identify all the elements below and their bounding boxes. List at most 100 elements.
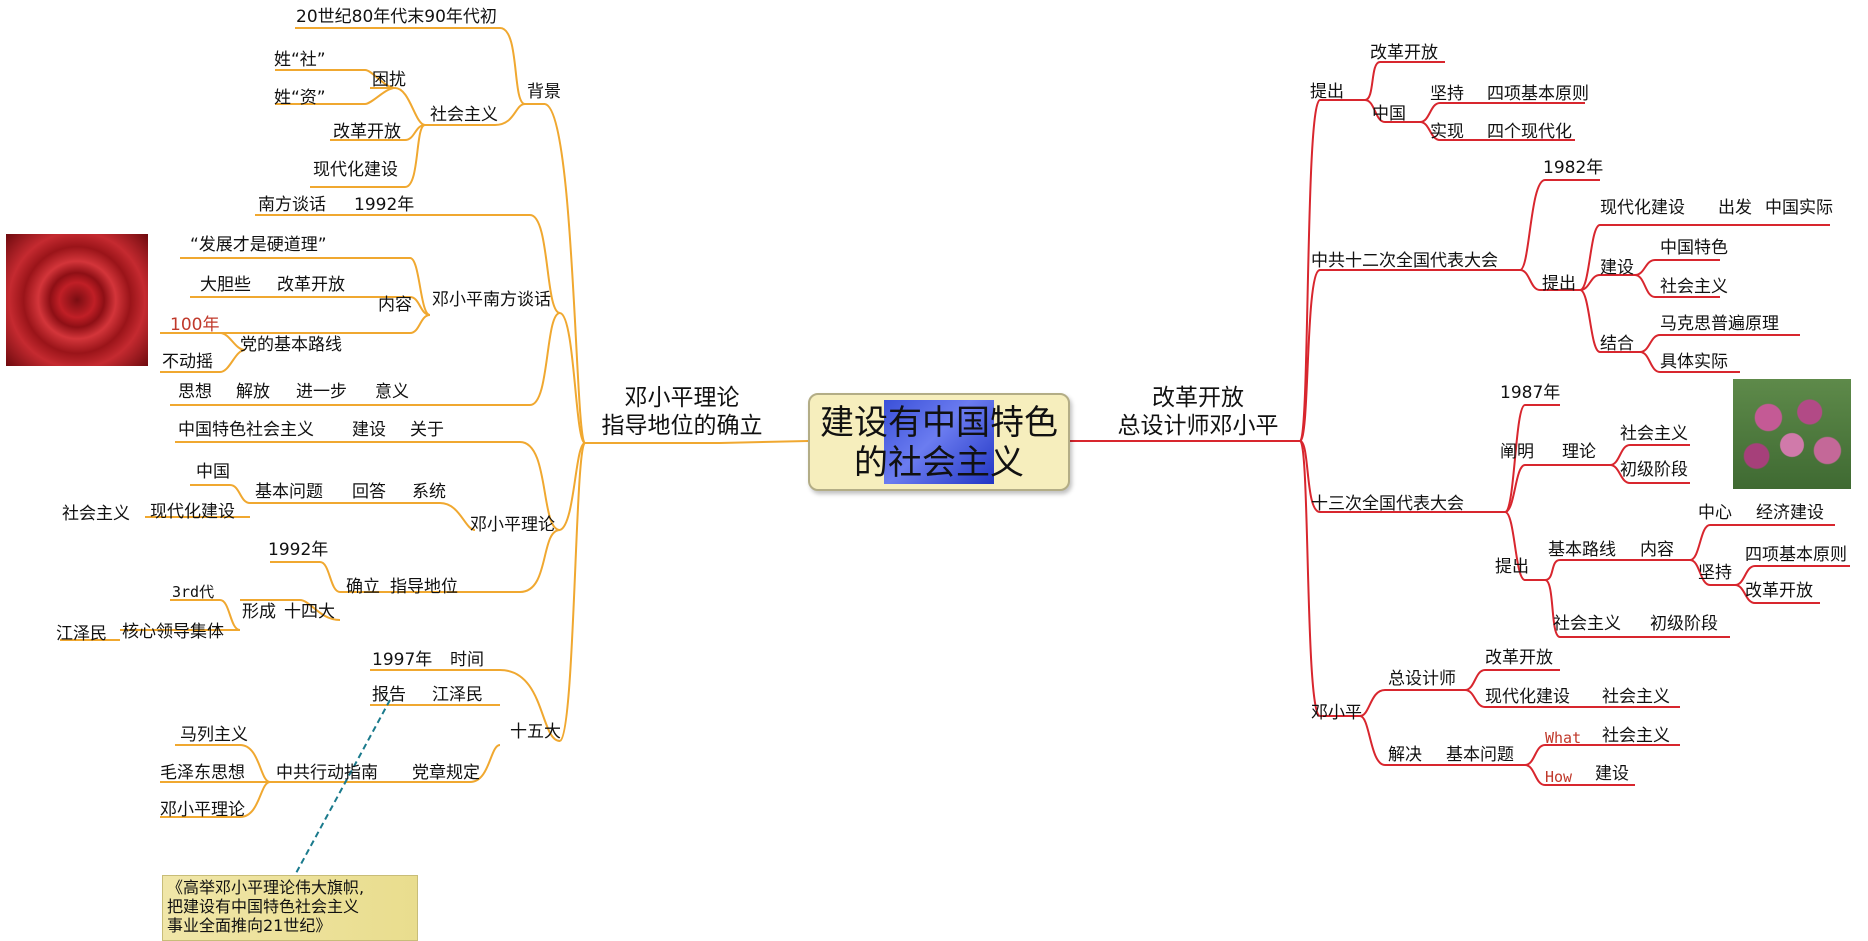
node-further[interactable]: 进一步 [296, 382, 347, 402]
node-system[interactable]: 系统 [412, 482, 446, 502]
node-guide-position[interactable]: 指导地位 [390, 577, 458, 597]
node-propose-13[interactable]: 提出 [1495, 557, 1529, 577]
node-primary-stage2[interactable]: 初级阶段 [1650, 614, 1718, 634]
node-combine[interactable]: 结合 [1600, 334, 1634, 354]
node-basic-q-r[interactable]: 基本问题 [1446, 745, 1514, 765]
node-build-r[interactable]: 建设 [1600, 258, 1634, 278]
node-propose[interactable]: 提出 [1310, 82, 1344, 102]
node-four-modernizations[interactable]: 四个现代化 [1487, 122, 1572, 142]
node-reform-r3[interactable]: 改革开放 [1485, 648, 1553, 668]
node-marx-truth[interactable]: 马克思普遍原理 [1660, 314, 1779, 334]
node-socialism-r3[interactable]: 社会主义 [1553, 614, 1621, 634]
node-socialism-r[interactable]: 社会主义 [1660, 277, 1728, 297]
node-concrete[interactable]: 具体实际 [1660, 352, 1728, 372]
node-fourteenth[interactable]: 十四大 [284, 602, 335, 622]
node-1997[interactable]: 1997年 [372, 650, 433, 670]
node-socialism-r5[interactable]: 社会主义 [1602, 726, 1670, 746]
node-build-r2[interactable]: 建设 [1595, 764, 1629, 784]
node-meaning[interactable]: 意义 [375, 382, 409, 402]
node-content-r[interactable]: 内容 [1640, 540, 1674, 560]
node-xing-she[interactable]: 姓“社” [274, 50, 326, 70]
node-charter[interactable]: 党章规定 [412, 763, 480, 783]
node-what[interactable]: What [1545, 729, 1582, 747]
node-modern-r2[interactable]: 现代化建设 [1485, 687, 1570, 707]
callout-note[interactable]: 《高举邓小平理论伟大旗帜, 把建设有中国特色社会主义 事业全面推向21世纪》 [162, 875, 418, 941]
node-bg-time[interactable]: 20世纪80年代末90年代初 [296, 7, 497, 27]
node-china[interactable]: 中国 [196, 462, 230, 482]
node-trouble[interactable]: 困扰 [372, 70, 406, 90]
root-topic[interactable]: 建设有中国特色 的社会主义 [808, 393, 1070, 491]
node-modernization[interactable]: 现代化建设 [313, 160, 398, 180]
node-china-feature[interactable]: 中国特色 [1660, 238, 1728, 258]
node-center[interactable]: 中心 [1698, 503, 1732, 523]
node-dxp-theory[interactable]: 邓小平理论 [470, 515, 555, 535]
node-socialism[interactable]: 社会主义 [430, 105, 498, 125]
node-south-talk-name[interactable]: 南方谈话 [258, 195, 326, 215]
node-build[interactable]: 建设 [352, 420, 386, 440]
node-dev-quote[interactable]: “发展才是硬道理” [190, 235, 327, 255]
node-solve[interactable]: 解决 [1388, 745, 1422, 765]
node-reform[interactable]: 改革开放 [333, 122, 401, 142]
node-reform-open[interactable]: 改革开放 [1370, 43, 1438, 63]
node-jiang[interactable]: 江泽民 [56, 624, 107, 644]
node-background[interactable]: 背景 [527, 82, 561, 102]
node-socialism2[interactable]: 社会主义 [62, 504, 130, 524]
left-main-topic[interactable]: 邓小平理论 指导地位的确立 [592, 384, 772, 440]
node-socialism-r2[interactable]: 社会主义 [1620, 424, 1688, 444]
node-modern-build[interactable]: 现代化建设 [1600, 198, 1685, 218]
node-content[interactable]: 内容 [378, 295, 412, 315]
node-about[interactable]: 关于 [410, 420, 444, 440]
right-main-topic[interactable]: 改革开放 总设计师邓小平 [1098, 384, 1298, 440]
node-south-talk[interactable]: 邓小平南方谈话 [432, 290, 551, 310]
node-theory[interactable]: 理论 [1562, 442, 1596, 462]
node-clarify[interactable]: 阐明 [1500, 442, 1534, 462]
node-propose-12[interactable]: 提出 [1542, 274, 1576, 294]
node-hundred-years[interactable]: 100年 [170, 315, 220, 335]
node-xing-zi[interactable]: 姓“资” [274, 88, 326, 108]
node-china-r[interactable]: 中国 [1372, 104, 1406, 124]
node-marxism[interactable]: 马列主义 [180, 725, 248, 745]
node-time[interactable]: 时间 [450, 650, 484, 670]
node-mao[interactable]: 毛泽东思想 [160, 763, 245, 783]
node-1992[interactable]: 1992年 [354, 195, 415, 215]
node-establish[interactable]: 确立 [346, 577, 380, 597]
node-dxp-r[interactable]: 邓小平 [1311, 703, 1362, 723]
node-basic-line[interactable]: 基本路线 [1548, 540, 1616, 560]
node-adhere[interactable]: 坚持 [1430, 84, 1464, 104]
node-four-principles-r[interactable]: 四项基本原则 [1745, 545, 1847, 565]
node-reform2[interactable]: 改革开放 [277, 275, 345, 295]
node-how[interactable]: How [1545, 768, 1573, 786]
node-fifteenth[interactable]: 十五大 [510, 722, 561, 742]
node-thought[interactable]: 思想 [178, 382, 212, 402]
node-1982[interactable]: 1982年 [1543, 158, 1604, 178]
node-econ[interactable]: 经济建设 [1756, 503, 1824, 523]
node-socialism-r4[interactable]: 社会主义 [1602, 687, 1670, 707]
node-form[interactable]: 形成 [242, 602, 276, 622]
node-realize[interactable]: 实现 [1430, 122, 1464, 142]
node-third-gen[interactable]: 3rd代 [172, 583, 215, 601]
node-congress-13[interactable]: 十三次全国代表大会 [1311, 494, 1464, 514]
node-core-group[interactable]: 核心领导集体 [122, 622, 224, 642]
node-bolder[interactable]: 大胆些 [200, 275, 251, 295]
node-dxp[interactable]: 邓小平理论 [160, 800, 245, 820]
node-unshaken[interactable]: 不动摇 [162, 352, 213, 372]
node-modernization2[interactable]: 现代化建设 [150, 502, 235, 522]
node-basic-question[interactable]: 基本问题 [255, 482, 323, 502]
node-four-principles[interactable]: 四项基本原则 [1487, 84, 1589, 104]
node-1987[interactable]: 1987年 [1500, 383, 1561, 403]
node-liberate[interactable]: 解放 [236, 382, 270, 402]
node-answer[interactable]: 回答 [352, 482, 386, 502]
node-reform-r2[interactable]: 改革开放 [1745, 581, 1813, 601]
node-guide[interactable]: 中共行动指南 [276, 763, 378, 783]
node-adhere-r[interactable]: 坚持 [1698, 563, 1732, 583]
node-primary-stage[interactable]: 初级阶段 [1620, 460, 1688, 480]
node-1992b[interactable]: 1992年 [268, 540, 329, 560]
node-report[interactable]: 报告 [372, 685, 406, 705]
node-start[interactable]: 出发 [1718, 198, 1752, 218]
node-cs-socialism[interactable]: 中国特色社会主义 [178, 420, 314, 440]
node-chief-designer[interactable]: 总设计师 [1388, 669, 1456, 689]
node-congress-12[interactable]: 中共十二次全国代表大会 [1311, 251, 1498, 271]
node-jiang2[interactable]: 江泽民 [432, 685, 483, 705]
node-china-reality[interactable]: 中国实际 [1765, 198, 1833, 218]
node-party-line[interactable]: 党的基本路线 [240, 335, 342, 355]
